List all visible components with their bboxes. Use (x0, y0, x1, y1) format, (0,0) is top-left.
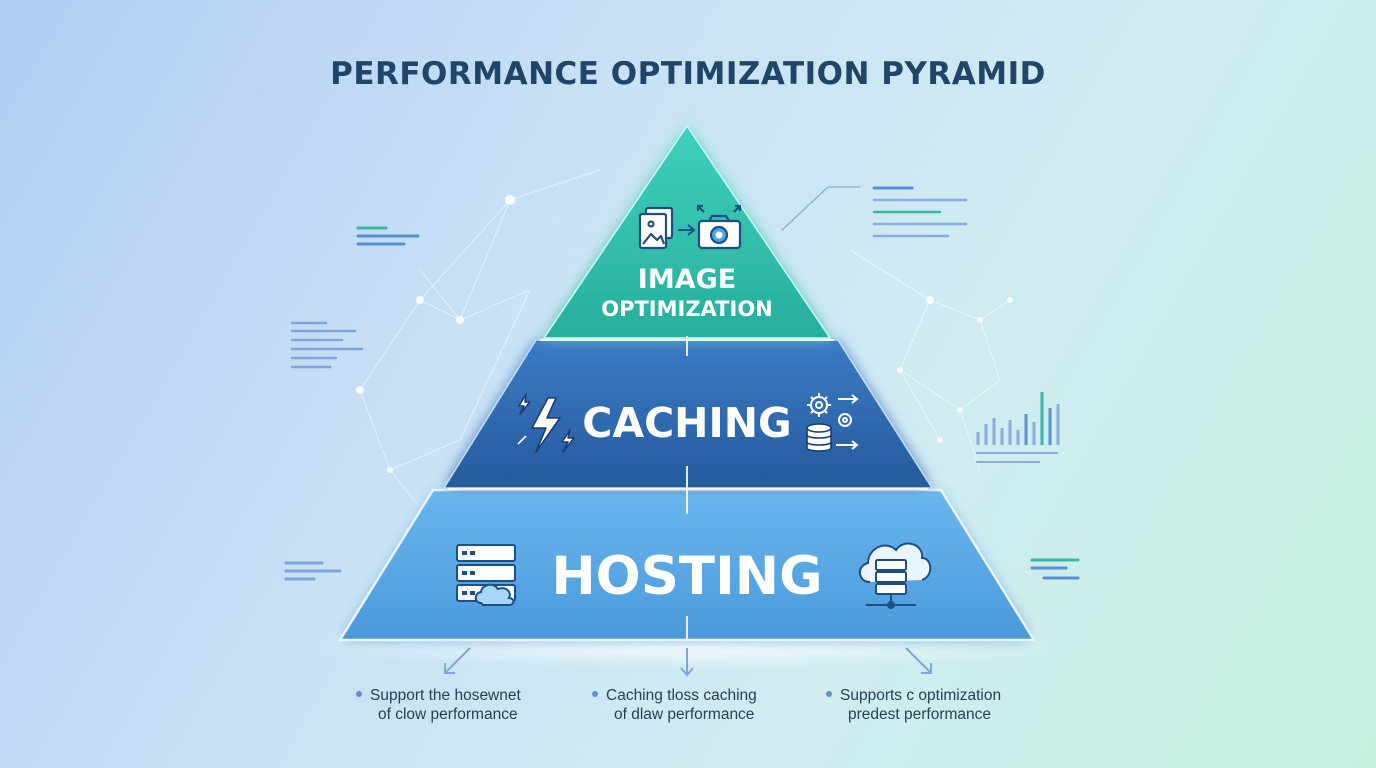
decor-lines-left-top (356, 226, 420, 246)
gears-icon (807, 393, 859, 450)
decor-lines-left-low (284, 561, 342, 581)
cloud-server-network-icon (859, 542, 932, 609)
decor-lines-right-top (781, 186, 968, 238)
note-hosting-line1: Support the hosewnet (370, 687, 521, 704)
note-caching-line1: Caching tloss caching (606, 687, 757, 704)
note-image-line1: Supports c optimization (840, 687, 1002, 704)
camera-icon (696, 204, 742, 250)
note-image-line2: predest performance (848, 706, 992, 723)
page-title: PERFORMANCE OPTIMIZATION PYRAMID (330, 56, 1046, 92)
note-caching: Caching tloss caching of dlaw performanc… (592, 686, 832, 724)
note-caching-line2: of dlaw performance (614, 706, 755, 723)
decor-bar-chart (976, 392, 1060, 463)
tier-label-image: IMAGE (638, 264, 736, 295)
note-image-optimization: Supports c optimization predest performa… (826, 686, 1066, 724)
server-cloud-icon (456, 544, 516, 606)
note-hosting-line2: of clow performance (378, 706, 518, 723)
tier-label-caching: CACHING (582, 399, 791, 447)
bullet-dot (356, 690, 362, 697)
database-icon (806, 423, 832, 452)
decor-lines-left-mid (290, 321, 364, 369)
note-arrows (444, 647, 932, 677)
bullet-dot (592, 690, 598, 697)
images-icon (638, 206, 674, 250)
network-background (356, 169, 1013, 521)
tier-label-hosting: HOSTING (551, 546, 822, 607)
tier-label-optimization: OPTIMIZATION (601, 297, 773, 321)
note-hosting: Support the hosewnet of clow performance (356, 686, 596, 724)
decor-lines-right-low (1030, 558, 1080, 580)
bullet-dot (826, 690, 832, 697)
lightning-icon (517, 393, 575, 453)
arrow-right-icon (678, 224, 696, 236)
